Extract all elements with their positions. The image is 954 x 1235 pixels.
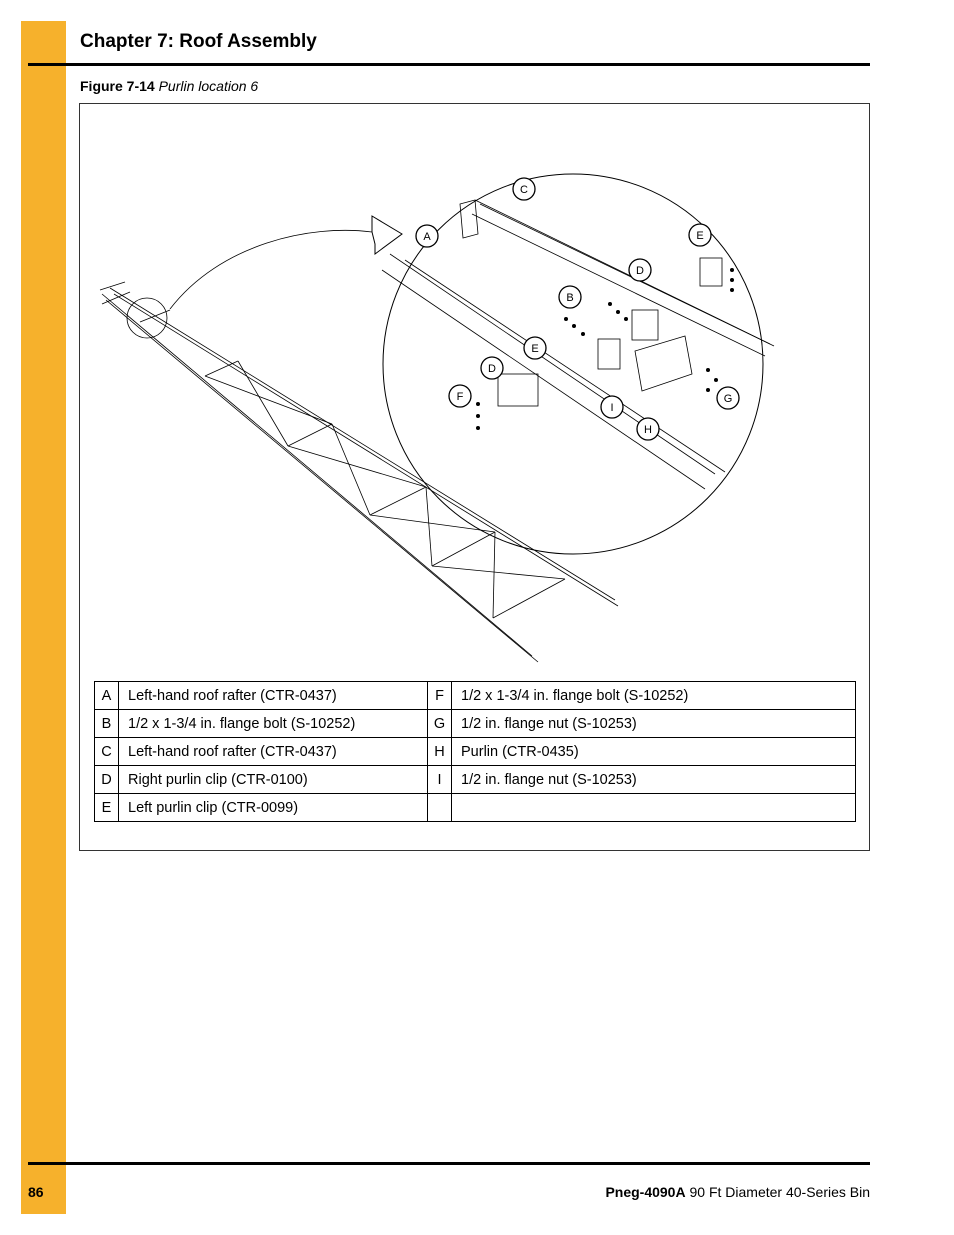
parts-description: Left purlin clip (CTR-0099) (118, 793, 428, 822)
parts-table: A Left-hand roof rafter (CTR-0437) F 1/2… (94, 681, 856, 822)
svg-text:D: D (636, 265, 644, 277)
document-id: Pneg-4090A 90 Ft Diameter 40-Series Bin (605, 1184, 870, 1200)
table-row: A Left-hand roof rafter (CTR-0437) F 1/2… (94, 681, 856, 710)
svg-text:C: C (520, 184, 528, 196)
callout-a: A (415, 224, 439, 248)
parts-letter: D (94, 765, 119, 794)
chapter-side-bar (21, 21, 66, 1214)
svg-text:D: D (488, 363, 496, 375)
parts-description: 1/2 x 1-3/4 in. flange bolt (S-10252) (118, 709, 428, 738)
parts-letter: F (427, 681, 452, 710)
document-title: 90 Ft Diameter 40-Series Bin (685, 1184, 870, 1200)
table-row: C Left-hand roof rafter (CTR-0437) H Pur… (94, 737, 856, 766)
purlin-clip-e (597, 338, 621, 370)
table-row: D Right purlin clip (CTR-0100) I 1/2 in.… (94, 765, 856, 794)
parts-description: Purlin (CTR-0435) (451, 737, 856, 766)
figure-frame: A B C D E F G H I E D A Left-hand roof r… (79, 103, 870, 851)
truss-top-chord (101, 293, 533, 657)
figure-number: Figure 7-14 (80, 78, 155, 94)
header-rule (28, 63, 870, 66)
svg-text:E: E (696, 230, 703, 242)
parts-description: Left-hand roof rafter (CTR-0437) (118, 681, 428, 710)
page-number: 86 (28, 1184, 44, 1200)
parts-letter: C (94, 737, 119, 766)
callout-b: B (558, 285, 582, 309)
svg-text:I: I (610, 402, 613, 414)
callout-i: I (600, 395, 624, 419)
svg-text:G: G (724, 393, 733, 405)
parts-description: Left-hand roof rafter (CTR-0437) (118, 737, 428, 766)
purlin-clip-d (631, 309, 659, 341)
svg-text:B: B (566, 292, 573, 304)
parts-letter: B (94, 709, 119, 738)
parts-description: 1/2 in. flange nut (S-10253) (451, 765, 856, 794)
callout-g: G (716, 386, 740, 410)
parts-letter (427, 793, 452, 822)
fasteners (476, 268, 734, 430)
purlin-h (634, 335, 693, 392)
detail-arrow (169, 229, 373, 310)
truss-bracing (204, 360, 566, 619)
document-code: Pneg-4090A (605, 1184, 686, 1200)
truss-bottom-chord (109, 287, 616, 601)
svg-text:E: E (531, 343, 538, 355)
truss-rungs (139, 309, 566, 619)
svg-text:F: F (457, 391, 464, 403)
svg-text:A: A (423, 231, 431, 243)
chapter-title: Chapter 7: Roof Assembly (80, 31, 317, 52)
callout-f: F (448, 384, 472, 408)
footer-rule (28, 1162, 870, 1165)
figure-title: Purlin location 6 (158, 78, 259, 94)
callout-d-upper: D (628, 258, 652, 282)
purlin-assembly-drawing: A B C D E F G H I E D (99, 173, 775, 663)
detail-source-circle (126, 297, 168, 339)
purlin-clip-e-upper (699, 257, 723, 287)
svg-text:H: H (644, 424, 652, 436)
parts-description: Right purlin clip (CTR-0100) (118, 765, 428, 794)
purlin-clip-d-lower (497, 373, 539, 407)
parts-letter: G (427, 709, 452, 738)
parts-description: 1/2 x 1-3/4 in. flange bolt (S-10252) (451, 681, 856, 710)
parts-letter: A (94, 681, 119, 710)
parts-description: 1/2 in. flange nut (S-10253) (451, 709, 856, 738)
table-row: E Left purlin clip (CTR-0099) (94, 793, 856, 822)
parts-letter: E (94, 793, 119, 822)
parts-letter: I (427, 765, 452, 794)
figure-caption: Figure 7-14 Purlin location 6 (80, 78, 258, 94)
parts-letter: H (427, 737, 452, 766)
table-row: B 1/2 x 1-3/4 in. flange bolt (S-10252) … (94, 709, 856, 738)
detail-magnify-circle (382, 173, 764, 555)
callout-e-lower: E (523, 336, 547, 360)
callout-e-upper: E (688, 223, 712, 247)
callout-h: H (636, 417, 660, 441)
parts-description (451, 793, 856, 822)
callout-d-lower: D (480, 356, 504, 380)
callout-c: C (512, 177, 536, 201)
